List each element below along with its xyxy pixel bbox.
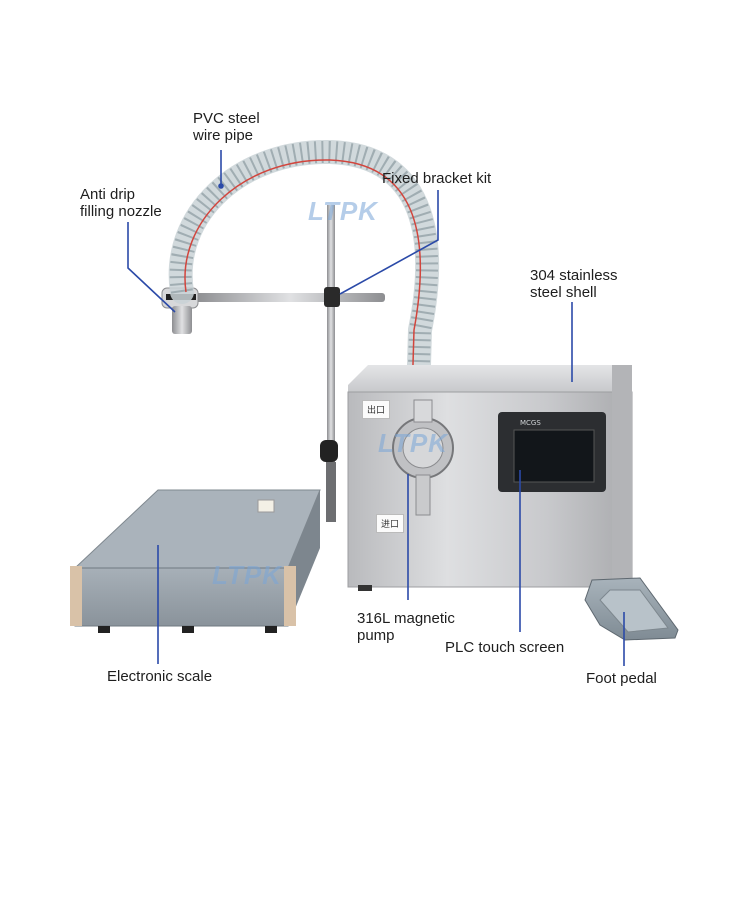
leader-lines [127, 150, 625, 666]
label-shell: 304 stainless steel shell [530, 267, 618, 301]
label-shell-line2: steel shell [530, 284, 597, 301]
label-anti-drip: Anti drip filling nozzle [80, 186, 162, 220]
pump-outlet-pipe [413, 399, 433, 423]
touch-screen-display [513, 429, 595, 483]
scale-bracket-right [284, 566, 296, 626]
pvc-pipe-red-line [184, 159, 422, 399]
steel-shell-top [348, 365, 632, 395]
scale-top [73, 489, 321, 569]
label-pump-line2: pump [357, 627, 395, 644]
label-pedal: Foot pedal [586, 670, 657, 687]
label-touch-screen-line1: PLC touch screen [445, 639, 565, 656]
outlet-tag: 出口 [362, 400, 391, 419]
leader-bracket [339, 190, 439, 295]
scale-bracket-left [70, 566, 82, 626]
pump-inlet-pipe [415, 474, 431, 516]
leader-pvc-pipe-dot [218, 183, 224, 189]
label-pvc-pipe: PVC steel wire pipe [193, 110, 260, 144]
scale-sticker [257, 499, 275, 513]
label-scale: Electronic scale [107, 668, 212, 685]
leader-anti-drip [127, 222, 176, 313]
label-pump-line1: 316L magnetic [357, 610, 455, 627]
screen-brand: MCGS [520, 419, 541, 427]
label-touch-screen: PLC touch screen [445, 639, 564, 656]
pvc-pipe-wire [169, 140, 439, 401]
pump-cover [402, 427, 444, 469]
nozzle-body [172, 306, 192, 334]
label-pedal-line1: Foot pedal [586, 670, 657, 687]
watermark-bottom: LTPK [212, 560, 282, 590]
label-anti-drip-line1: Anti drip [80, 186, 136, 203]
label-bracket-line1: Fixed bracket kit [382, 170, 492, 187]
label-pump: 316L magnetic pump [357, 610, 455, 644]
scale-foot-3 [265, 626, 277, 633]
watermark-top: LTPK [308, 196, 378, 226]
bracket-horizontal-rod [195, 293, 385, 302]
bracket-clamp [324, 287, 340, 307]
scale-foot-2 [182, 626, 194, 633]
bracket-lower-clamp [320, 440, 338, 462]
label-pvc-pipe-line1: PVC steel [193, 110, 260, 127]
label-pvc-pipe-line2: wire pipe [193, 127, 254, 144]
machine-foot-left [358, 585, 372, 591]
label-shell-line1: 304 stainless [530, 267, 618, 284]
steel-shell-side [612, 365, 632, 587]
bracket-vertical-rod [327, 205, 335, 495]
inlet-tag: 进口 [376, 514, 405, 533]
watermark-middle: LTPK [378, 428, 448, 458]
label-bracket: Fixed bracket kit [382, 170, 491, 187]
label-scale-line1: Electronic scale [107, 668, 213, 685]
scale-front [74, 567, 289, 627]
bracket-base-rod [326, 462, 336, 522]
label-anti-drip-line2: filling nozzle [80, 203, 162, 220]
scale-foot-1 [98, 626, 110, 633]
